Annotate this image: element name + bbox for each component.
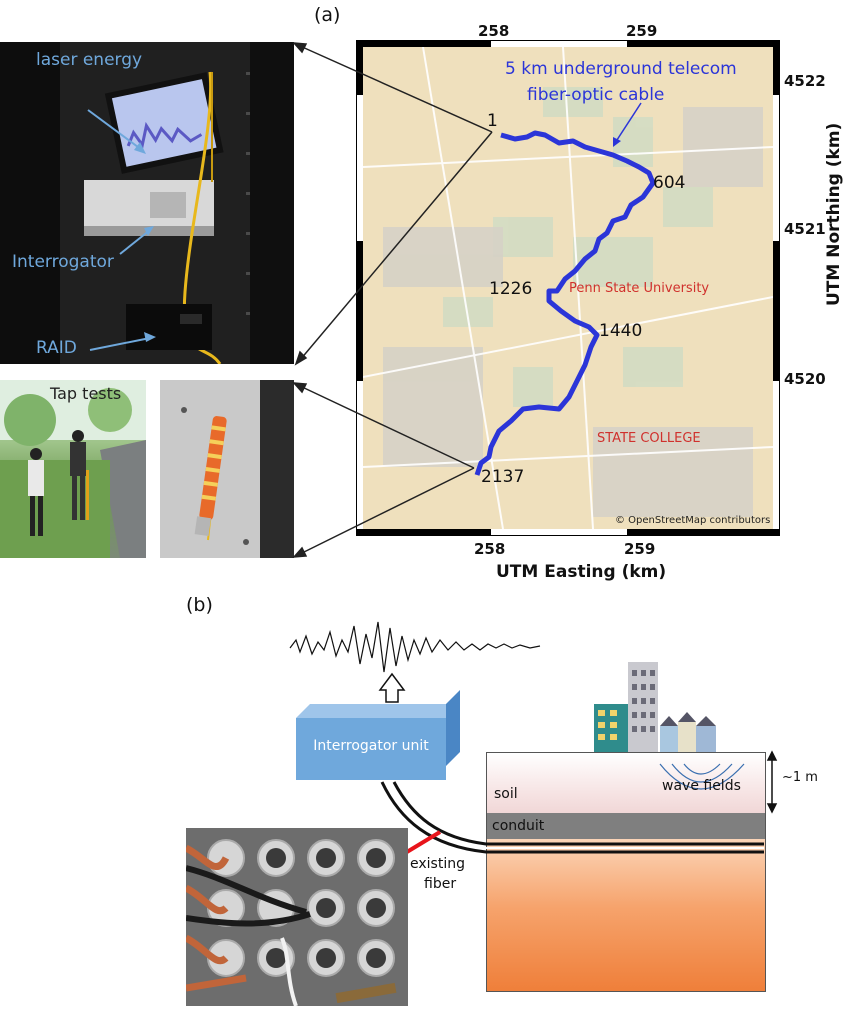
panel-b-label: (b) — [186, 594, 213, 616]
laser-energy-label: laser energy — [36, 50, 143, 70]
rack-photo: laser energy Interrogator RAID — [0, 42, 294, 364]
sensor-illustration — [160, 380, 294, 558]
interrogator-unit — [296, 718, 446, 780]
ground-cross-section — [486, 752, 766, 992]
soil-label: soil — [494, 786, 518, 802]
existing-fiber-line1: existing — [410, 856, 465, 872]
x-axis-label: UTM Easting (km) — [496, 562, 667, 582]
channel-label-604: 604 — [653, 173, 686, 193]
cable-route — [474, 130, 656, 476]
osm-attribution: © OpenStreetMap contributors — [615, 515, 771, 526]
y-tick-4521: 4521 — [784, 220, 826, 238]
state-college-label: STATE COLLEGE — [597, 431, 701, 446]
interrogator-photo-label: Interrogator — [12, 252, 114, 272]
x-tick-bottom-258: 258 — [474, 540, 506, 558]
depth-label: ~1 m — [782, 770, 818, 785]
penn-state-label: Penn State University — [569, 281, 710, 296]
conduit-layer — [487, 813, 765, 839]
channel-label-1440: 1440 — [599, 321, 643, 341]
channel-label-2137: 2137 — [481, 467, 525, 487]
wave-fields-label: wave fields — [662, 778, 741, 794]
rack-illustration — [0, 42, 294, 364]
tap-tests-label: Tap tests — [50, 384, 122, 403]
x-tick-top-259: 259 — [626, 22, 658, 40]
cable-title-line1: 5 km underground telecom — [505, 59, 737, 79]
interrogator-unit-label: Interrogator unit — [313, 738, 429, 754]
channel-label-1: 1 — [487, 111, 498, 131]
x-tick-top-258: 258 — [478, 22, 510, 40]
panel-a-label: (a) — [314, 4, 341, 26]
interrogator-top — [296, 704, 460, 718]
tap-test-photo-street: Tap tests — [0, 380, 146, 558]
y-tick-4520: 4520 — [784, 370, 826, 388]
cable-title-line2: fiber-optic cable — [527, 85, 665, 105]
conduit-label: conduit — [492, 818, 545, 834]
tap-test-photo-sensor — [160, 380, 294, 558]
y-tick-4522: 4522 — [784, 72, 826, 90]
raid-label: RAID — [36, 338, 77, 358]
street-illustration — [0, 380, 146, 558]
conduit-illustration — [186, 828, 408, 1006]
deep-ground-layer — [487, 839, 765, 991]
seismogram-trace — [289, 621, 541, 673]
conduit-photo — [186, 828, 408, 1006]
x-tick-bottom-259: 259 — [624, 540, 656, 558]
existing-fiber-line2: fiber — [424, 876, 457, 892]
channel-label-1226: 1226 — [489, 279, 533, 299]
up-arrow-icon — [378, 672, 406, 703]
